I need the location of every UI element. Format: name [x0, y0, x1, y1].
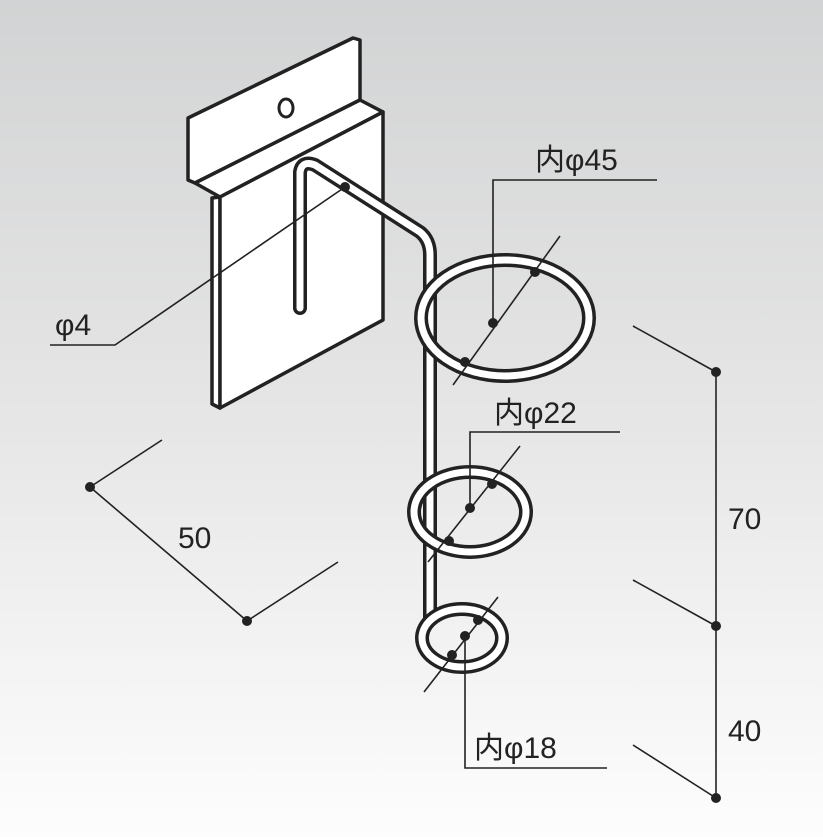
- label-ring-small: 内φ18: [474, 732, 557, 765]
- label-depth: 50: [178, 522, 211, 555]
- label-spacing-upper: 70: [728, 503, 761, 536]
- leader-ring-small: [423, 596, 607, 769]
- slatwall-plate: [186, 36, 385, 410]
- mounting-hole: [277, 97, 295, 119]
- ring-large: [414, 253, 596, 383]
- label-spacing-lower: 40: [728, 715, 761, 748]
- leader-wire: [50, 182, 350, 346]
- label-ring-large: 内φ45: [535, 144, 618, 177]
- leader-ring-large: [452, 179, 657, 386]
- label-wire-diameter: φ4: [55, 309, 91, 342]
- wire-hook: [293, 156, 596, 674]
- dimension-vertical: [632, 325, 721, 803]
- leader-ring-medium: [427, 431, 620, 563]
- ring-small: [415, 602, 509, 674]
- label-ring-medium: 内φ22: [494, 397, 577, 430]
- dimension-depth: [85, 439, 339, 626]
